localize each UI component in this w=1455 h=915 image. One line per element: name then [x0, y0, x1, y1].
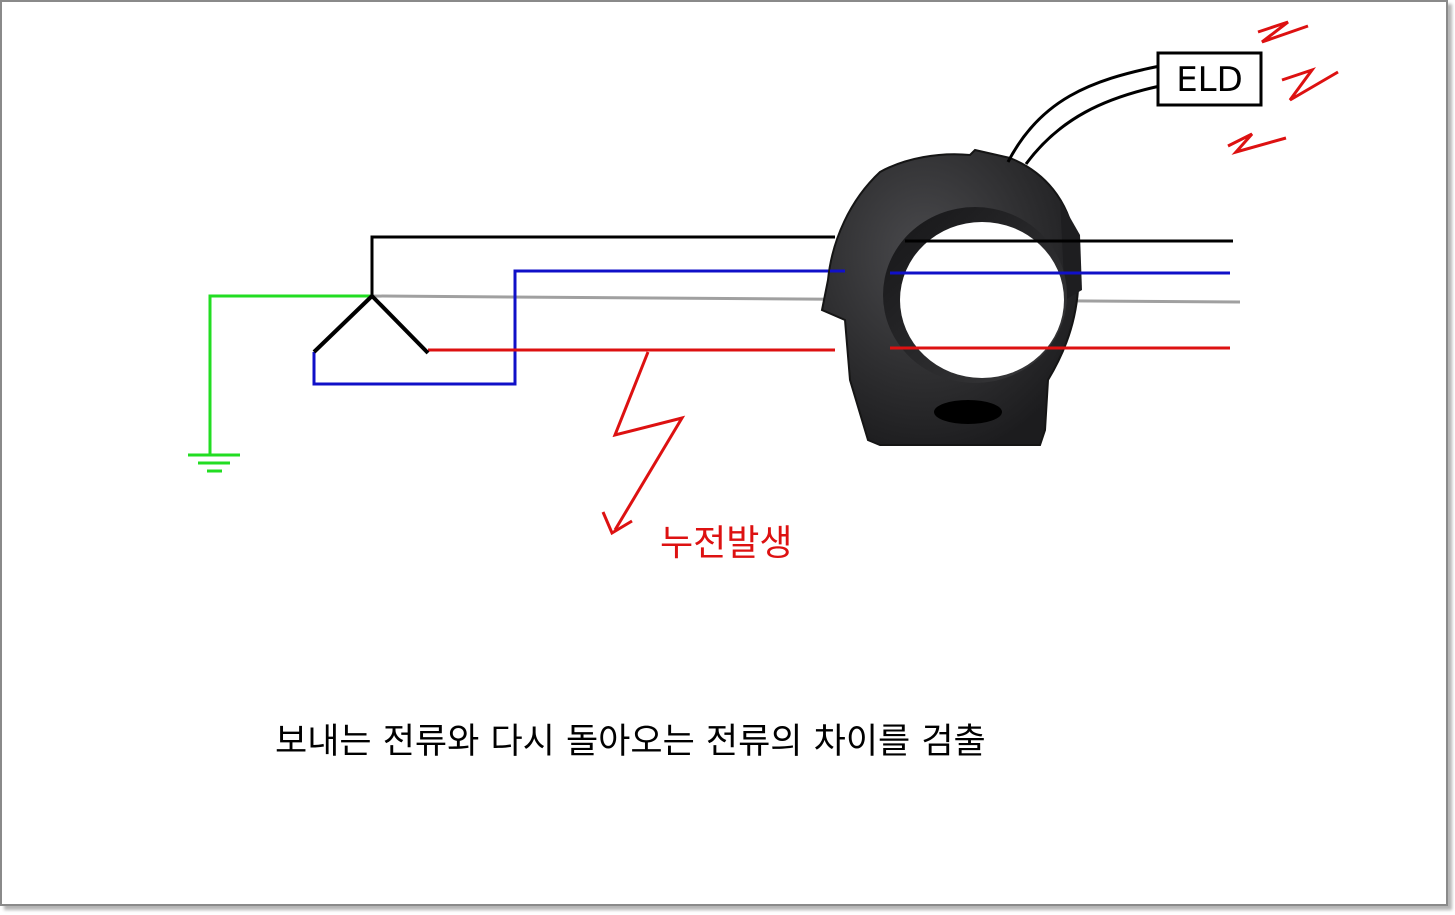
ground-symbol-icon	[188, 453, 240, 473]
phase-wire-black	[370, 235, 835, 296]
star-winding	[312, 294, 430, 355]
leakage-label: 누전발생	[660, 523, 792, 564]
wireless-signal-icon	[1227, 20, 1339, 155]
ct-secondary-leads	[1006, 64, 1161, 165]
current-transformer	[820, 148, 1082, 446]
eld-label: ELD	[1176, 60, 1243, 100]
wires-through-ct	[830, 239, 1233, 350]
phase-wire-blue	[312, 269, 835, 386]
lightning-bolt-icon	[601, 351, 686, 536]
caption-text: 보내는 전류와 다시 돌아오는 전류의 차이를 검출	[275, 722, 986, 762]
neutral-wire-gray	[371, 294, 1241, 304]
ground-wire	[208, 294, 372, 455]
eld-box: ELD	[1156, 51, 1263, 107]
